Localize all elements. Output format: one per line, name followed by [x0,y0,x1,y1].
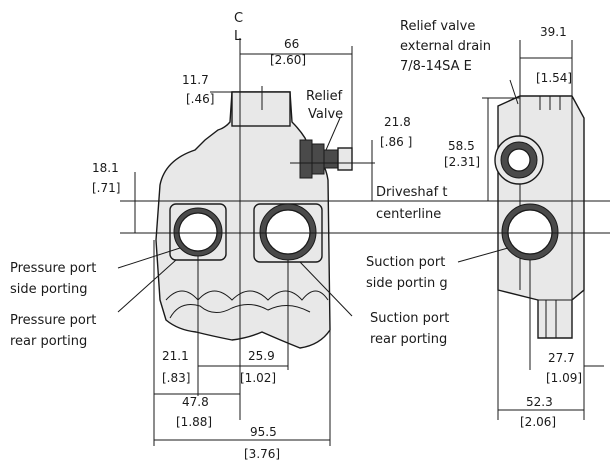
pressure-side-label-1: Pressure port [10,261,96,276]
dim-66-in: [2.60] [270,53,306,67]
centerlines [120,38,610,420]
dim-47-8-mm: 47.8 [182,395,209,409]
dim-39-1-in: [1.54] [536,71,572,85]
pressure-port-left [169,203,227,261]
suction-rear-label-2: rear porting [370,332,447,347]
suction-side-label-2: side portin g [366,276,448,291]
dim-47-8-in: [1.88] [176,415,212,429]
pressure-rear-label-1: Pressure port [10,313,96,328]
dim-25-9-mm: 25.9 [248,349,275,363]
callout-labels: Relief Valve Relief valve external drain… [10,19,491,349]
dim-18-1-mm: 18.1 [92,161,119,175]
centerline-l: L [234,29,242,44]
front-view [155,91,353,349]
dim-52-3-in: [2.06] [520,415,556,429]
relief-valve-label-1: Relief [306,89,343,104]
dim-21-8-in: [.86 ] [380,135,412,149]
dim-95-5-mm: 95.5 [250,425,277,439]
pressure-side-label-2: side porting [10,282,88,297]
dim-58-5-mm: 58.5 [448,139,475,153]
relief-drain-label-3: 7/8-14SA E [400,59,472,74]
relief-drain-label-1: Relief valve [400,19,475,34]
dim-39-1-mm: 39.1 [540,25,567,39]
dim-21-1-mm: 21.1 [162,349,189,363]
dim-27-7-mm: 27.7 [548,351,575,365]
dim-11-7-mm: 11.7 [182,73,209,87]
relief-drain-port [494,135,544,185]
dim-21-8-mm: 21.8 [384,115,411,129]
dim-25-9-in: [1.02] [240,371,276,385]
centerline-c: C [234,11,243,26]
dim-11-7-in: [.46] [186,92,214,106]
dim-21-1-in: [.83] [162,371,190,385]
dim-58-5-in: [2.31] [444,155,480,169]
suction-port-side [501,203,559,261]
pump-body-front [155,91,331,349]
driveshaft-label-1: Driveshaf t [376,185,447,200]
suction-side-label-1: Suction port [366,255,445,270]
driveshaft-label-2: centerline [376,207,441,222]
pressure-rear-label-2: rear porting [10,334,87,349]
dim-18-1-in: [.71] [92,181,120,195]
dimension-lines [117,40,604,446]
relief-valve-label-2: Valve [308,107,343,122]
gear-lobes [165,290,329,301]
centerline-label: C L [234,11,243,44]
dim-95-5-in: [3.76] [244,447,280,461]
side-view [494,95,585,339]
dimension-texts: 66 [2.60] 11.7 [.46] 21.8 [.86 ] 18.1 [.… [92,25,582,461]
relief-valve-body [299,139,313,179]
dim-66-mm: 66 [284,37,299,51]
dim-52-3-mm: 52.3 [526,395,553,409]
dim-27-7-in: [1.09] [546,371,582,385]
suction-rear-label-1: Suction port [370,311,449,326]
top-boss [231,91,291,127]
relief-drain-label-2: external drain [400,39,491,54]
